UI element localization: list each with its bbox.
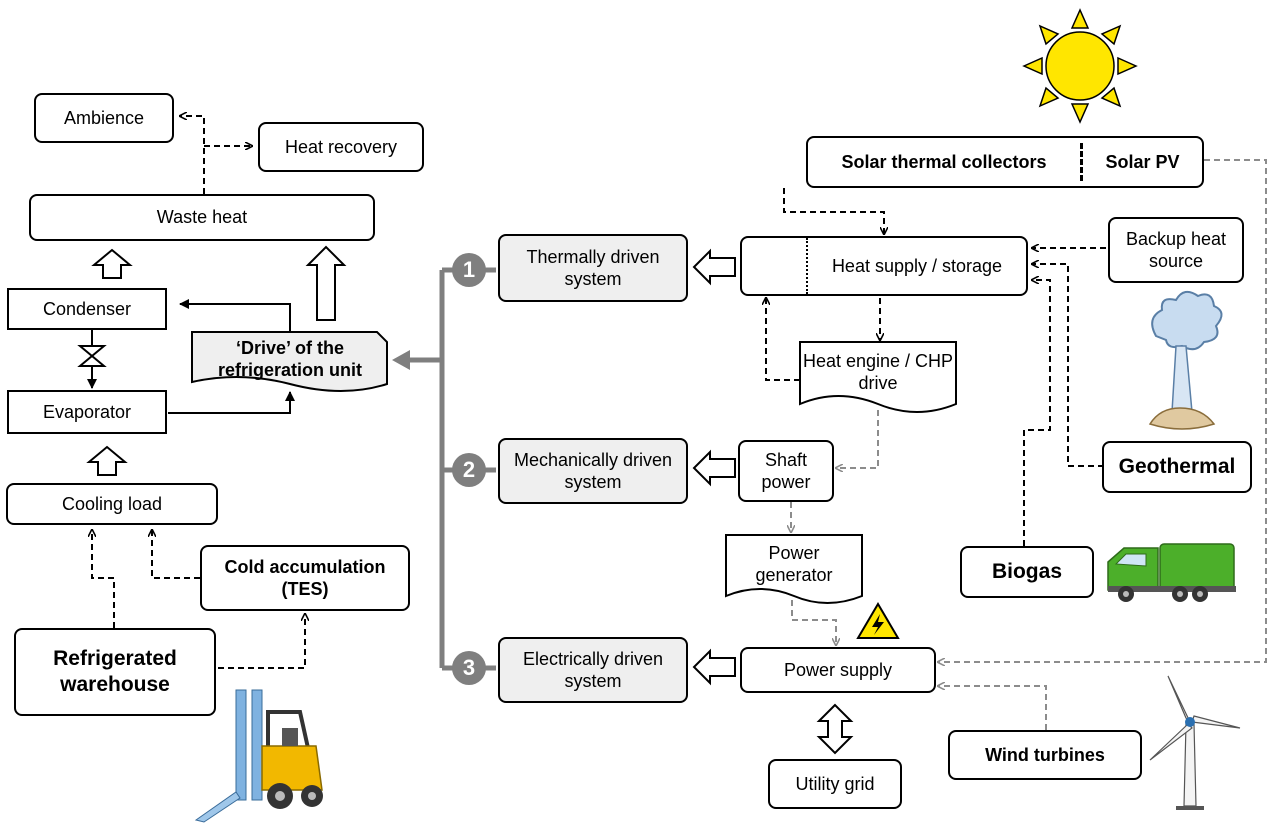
forklift-icon — [194, 689, 323, 823]
heat-supply-label: Heat supply / storage — [831, 255, 1003, 276]
ambience-node: Ambience — [34, 93, 174, 143]
solar-node: Solar thermal collectors Solar PV — [806, 136, 1204, 188]
power-generator-shape — [725, 534, 863, 604]
evaporator-node: Evaporator — [7, 390, 167, 434]
expansion-valve-icon — [77, 330, 107, 389]
cold-accumulation-node: Cold accumulation (TES) — [200, 545, 410, 611]
black-dashed-flows — [92, 116, 1106, 669]
wind-turbines-node: Wind turbines — [948, 730, 1142, 780]
drive-shape — [191, 331, 388, 392]
route-number-3: 3 — [452, 651, 486, 685]
storage-compartment — [742, 238, 808, 294]
shaft-power-node: Shaft power — [738, 440, 834, 502]
mechanically-driven-system-node: Mechanically driven system — [498, 438, 688, 504]
backup-heat-source-node: Backup heat source — [1108, 217, 1244, 283]
condenser-node: Condenser — [7, 288, 167, 330]
route-number-1: 1 — [452, 253, 486, 287]
solar-pv-label: Solar PV — [1105, 151, 1180, 172]
cooling-load-node: Cooling load — [6, 483, 218, 525]
electrically-driven-system-node: Electrically driven system — [498, 637, 688, 703]
thermally-driven-system-node: Thermally driven system — [498, 234, 688, 302]
solar-divider — [1080, 143, 1083, 181]
geothermal-node: Geothermal — [1102, 441, 1252, 493]
heat-supply-storage-node: Heat supply / storage — [740, 236, 1028, 296]
heat-engine-shape — [799, 341, 957, 413]
drive-node: ‘Drive’ of the refrigeration unit — [217, 337, 362, 381]
heat-recovery-node: Heat recovery — [258, 122, 424, 172]
geyser-icon — [1148, 290, 1223, 430]
power-supply-node: Power supply — [740, 647, 936, 693]
hollow-arrows — [86, 245, 854, 755]
refrigerated-warehouse-node: Refrigerated warehouse — [14, 628, 216, 716]
biogas-node: Biogas — [960, 546, 1094, 598]
sun-icon — [1022, 8, 1138, 124]
solar-thermal-collectors-label: Solar thermal collectors — [841, 151, 1047, 172]
heat-engine-node: Heat engine / CHP drive — [802, 350, 954, 394]
gray-dashed-flows — [791, 159, 1267, 730]
high-voltage-warning-icon — [856, 602, 900, 639]
garbage-truck-icon — [1107, 543, 1236, 602]
refrigerant-lines — [168, 299, 295, 414]
utility-grid-node: Utility grid — [768, 759, 902, 809]
route-number-2: 2 — [452, 453, 486, 487]
power-generator-node: Power generator — [755, 542, 833, 586]
drive-trunk-arrowhead — [392, 350, 410, 370]
waste-heat-node: Waste heat — [29, 194, 375, 241]
wind-turbine-icon — [1149, 675, 1241, 810]
